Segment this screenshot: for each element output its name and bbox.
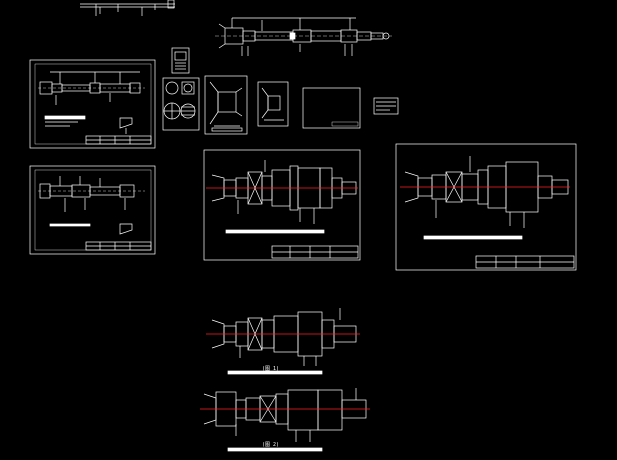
sheet-c-frame[interactable] [203,149,361,261]
bellmouth-detail-1[interactable] [204,75,248,135]
top-shaft-drawing[interactable] [215,17,392,56]
part-detail-cluster[interactable] [162,77,200,131]
sheet-d-frame[interactable] [395,143,577,271]
bottom-assembly-2[interactable]: (图 2) [200,388,370,452]
sheet-a-frame[interactable] [29,59,156,149]
bottom-assembly-1[interactable]: (图 1) [206,308,360,375]
sheet-b-frame[interactable] [29,165,156,255]
bellmouth-detail-2[interactable] [257,81,289,127]
legend-note-block[interactable] [373,97,399,115]
small-title-frame[interactable] [171,47,190,74]
top-partial-drawing [80,0,175,16]
caption-fig-a: (图 1) [262,366,279,372]
sheet-blank-frame[interactable] [302,87,361,129]
caption-fig-b: (图 2) [262,442,279,448]
